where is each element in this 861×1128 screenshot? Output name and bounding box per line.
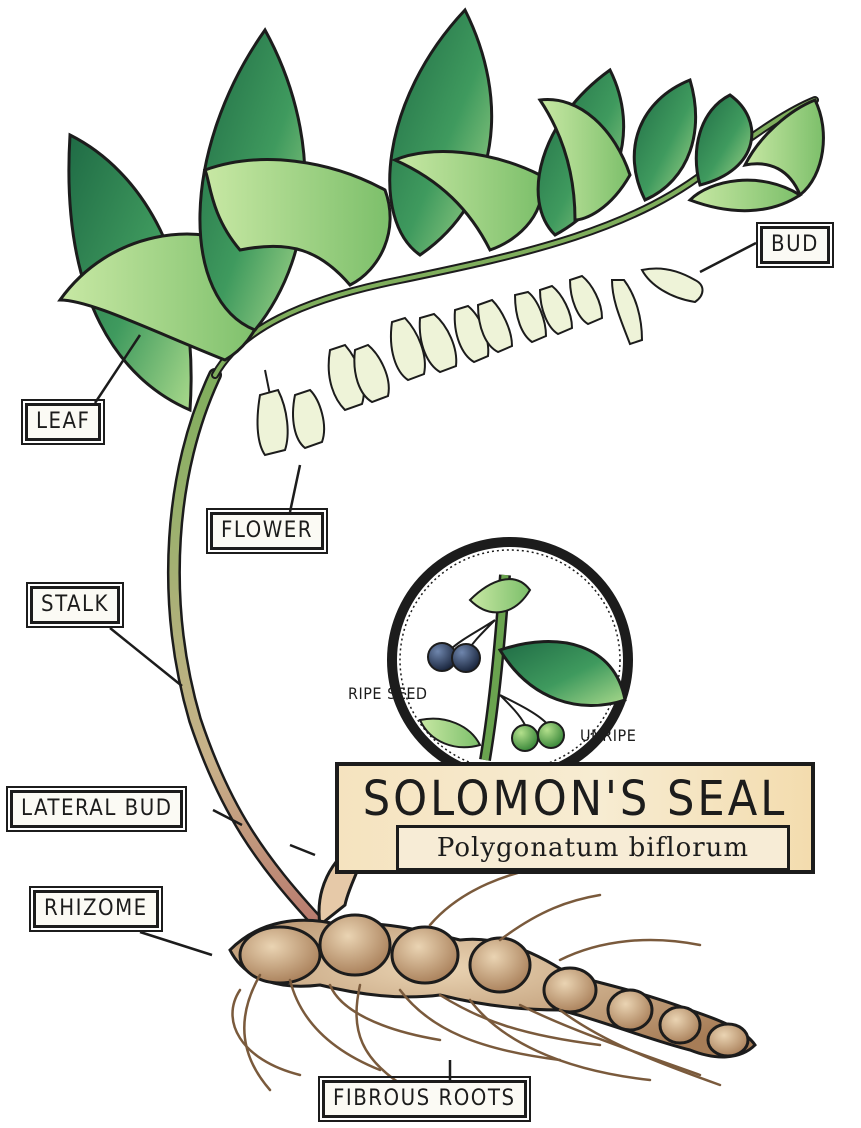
title: SOLOMON'S SEAL (339, 772, 811, 826)
label-ripe-seed: RIPE SEED (348, 684, 428, 703)
unripe-berry (512, 725, 538, 751)
label-rhizome: RHIZOME (33, 890, 159, 928)
label-flower: FLOWER (210, 512, 324, 550)
label-leaf: LEAF (25, 403, 101, 441)
label-fibrous-roots: FIBROUS ROOTS (322, 1080, 527, 1118)
label-stalk: STALK (30, 586, 120, 624)
unripe-berry (538, 722, 564, 748)
subtitle-plaque: Polygonatum biflorum (396, 825, 790, 871)
scientific-name: Polygonatum biflorum (399, 832, 787, 864)
label-unripe: UNRIPE (580, 726, 636, 745)
label-lateral-bud: LATERAL BUD (10, 790, 183, 828)
ripe-berry (452, 644, 480, 672)
label-bud: BUD (760, 226, 830, 264)
